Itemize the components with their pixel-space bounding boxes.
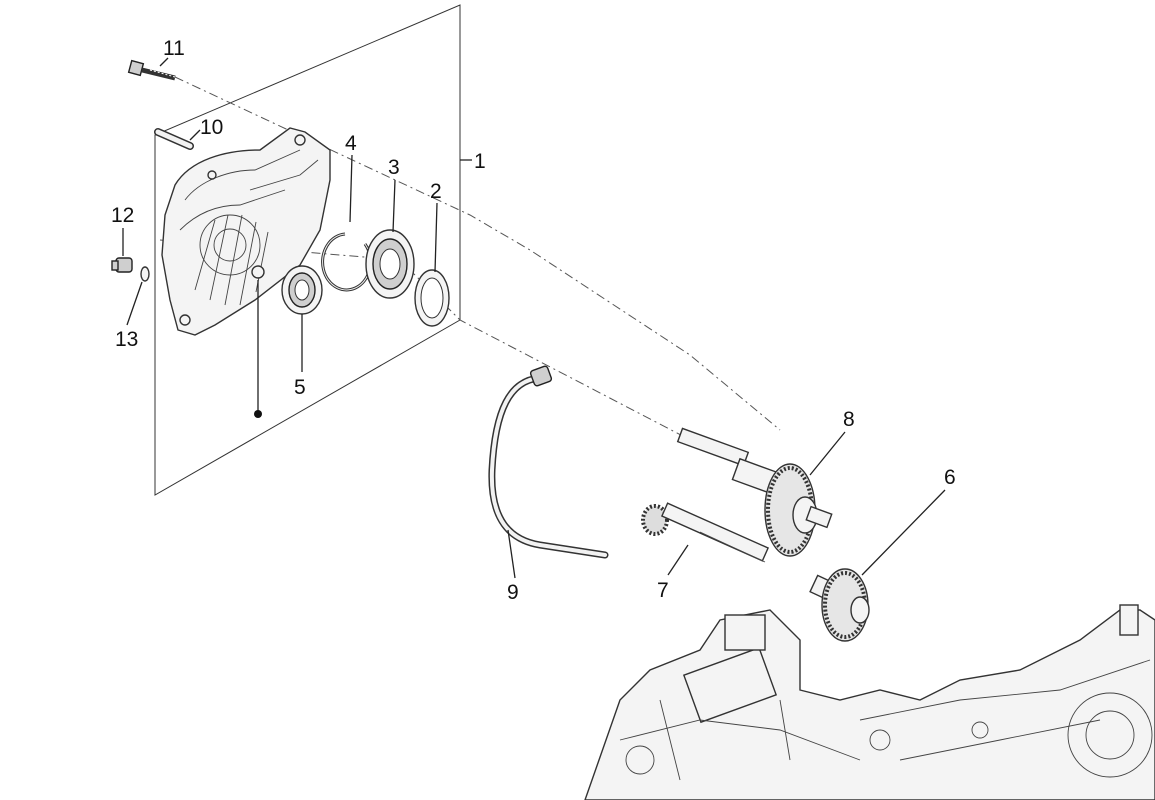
leader-7 bbox=[667, 544, 689, 576]
leader-9 bbox=[507, 529, 516, 579]
leader-10 bbox=[189, 129, 201, 141]
leader-3 bbox=[392, 179, 396, 233]
breather-pipe bbox=[488, 365, 609, 559]
bearing-large bbox=[365, 229, 415, 299]
bearing-small bbox=[281, 265, 323, 315]
dowel-pin bbox=[154, 128, 194, 150]
oil-seal bbox=[414, 269, 450, 327]
leader-11 bbox=[159, 57, 169, 67]
drive-shaft bbox=[641, 502, 770, 563]
leader-2 bbox=[434, 202, 438, 273]
callout-12: 12 bbox=[111, 204, 134, 227]
callout-7: 7 bbox=[657, 579, 669, 602]
callout-3: 3 bbox=[388, 156, 400, 179]
wheel-axle-gear bbox=[676, 427, 833, 557]
leader-4 bbox=[349, 154, 353, 223]
callout-11: 11 bbox=[163, 37, 185, 60]
callout-6: 6 bbox=[944, 466, 956, 489]
callout-1: 1 bbox=[474, 150, 486, 173]
callout-2: 2 bbox=[430, 180, 442, 203]
leader-13 bbox=[126, 281, 143, 326]
intermediate-gear bbox=[809, 568, 870, 642]
dot-marker bbox=[254, 410, 262, 418]
callout-5: 5 bbox=[294, 376, 306, 399]
washer bbox=[140, 266, 150, 282]
callout-9: 9 bbox=[507, 581, 519, 604]
leader-6 bbox=[861, 489, 946, 576]
bolt bbox=[127, 59, 176, 81]
leader-8 bbox=[809, 431, 846, 476]
drain-plug bbox=[111, 257, 133, 273]
engine-block bbox=[584, 604, 1155, 800]
callout-8: 8 bbox=[843, 408, 855, 431]
engine-cover bbox=[161, 127, 331, 336]
callout-10: 10 bbox=[200, 116, 223, 139]
circlip bbox=[321, 232, 373, 292]
callout-4: 4 bbox=[345, 132, 357, 155]
assembly-axis-main bbox=[174, 76, 781, 431]
callout-13: 13 bbox=[115, 328, 138, 351]
